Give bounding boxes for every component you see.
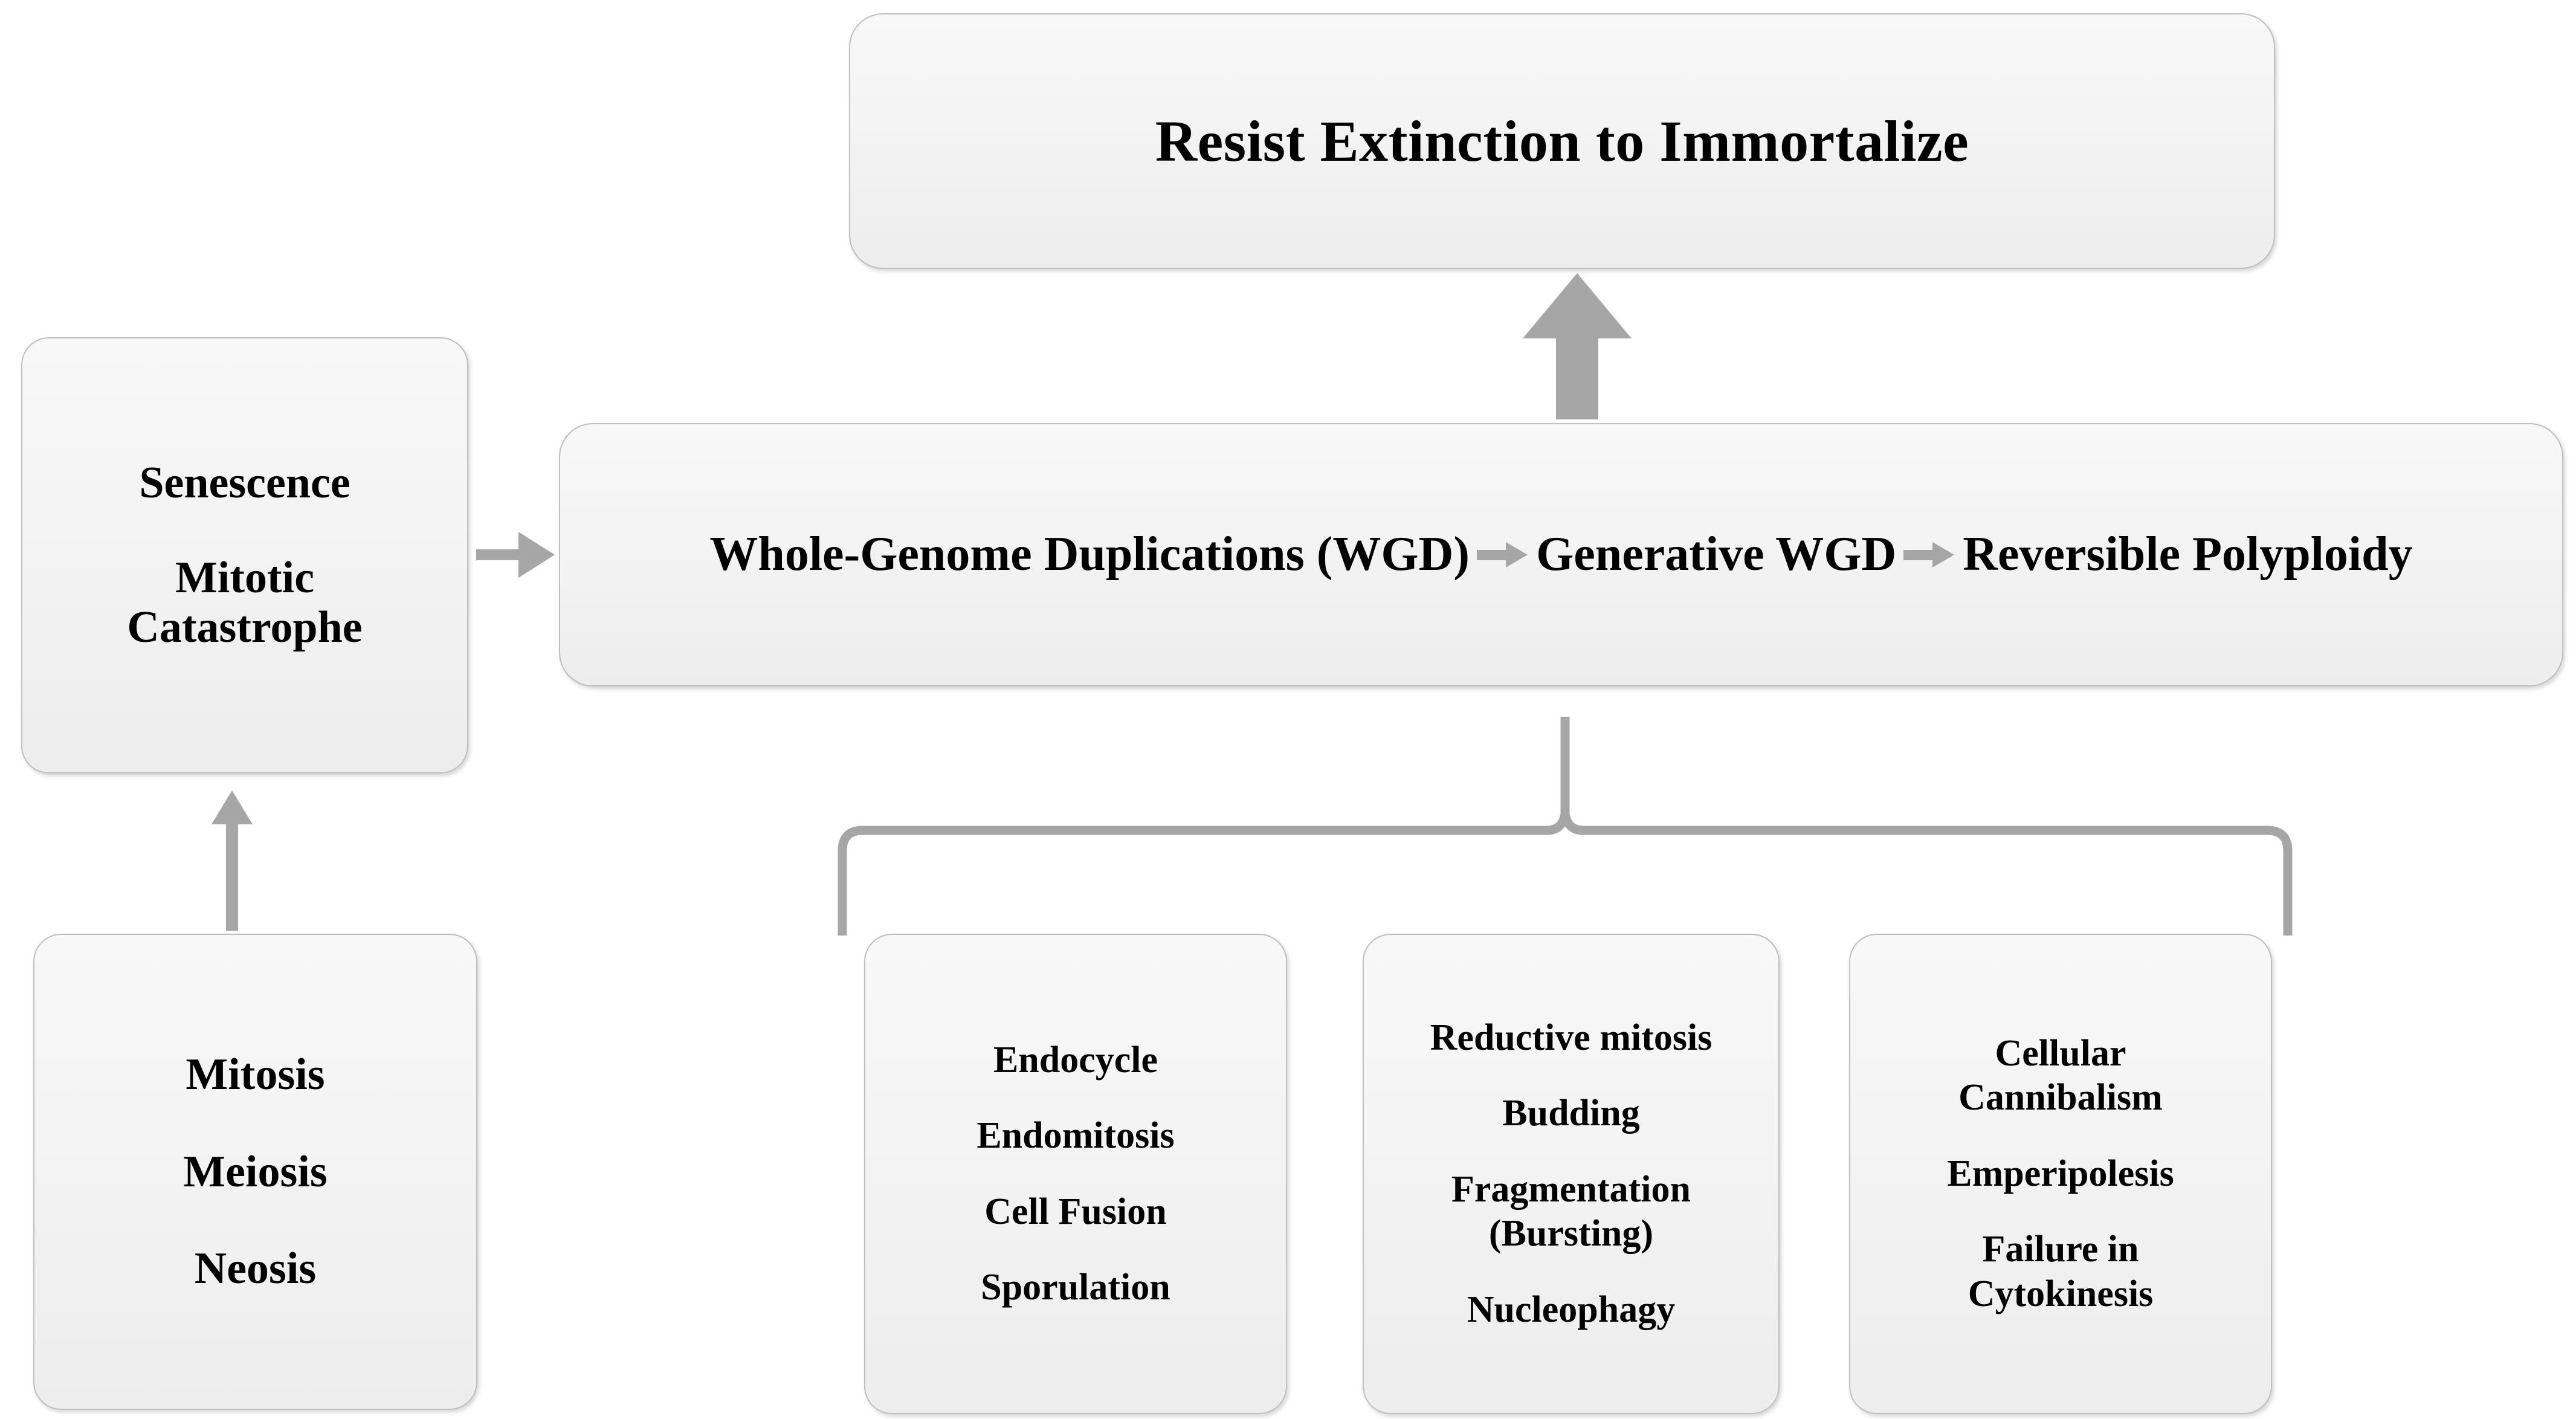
mechanism-item: Cell Fusion	[984, 1191, 1167, 1232]
mechanism-item: Endomitosis	[976, 1115, 1175, 1157]
up-arrow-icon-pathway-to-title	[1523, 273, 1632, 419]
mitosis-label: Mitosis	[186, 1049, 325, 1099]
mitotic-catastrophe-label-line2: Catastrophe	[127, 603, 363, 653]
mechanism-item: Sporulation	[981, 1266, 1170, 1308]
wgd-step-1-label: Whole-Genome Duplications (WGD)	[709, 528, 1470, 581]
mechanism-item: Failure in	[1982, 1229, 2139, 1270]
right-arrow-icon-stress-to-pathway	[476, 532, 555, 578]
mechanism-item: (Bursting)	[1488, 1213, 1654, 1255]
node-mechanism-group-1[interactable]: Endocycle Endomitosis Cell Fusion Sporul…	[864, 934, 1287, 1414]
mechanism-item: Cellular	[1995, 1032, 2126, 1074]
mechanism-item: Nucleophagy	[1467, 1288, 1676, 1330]
up-arrow-icon-division-to-stress	[211, 790, 253, 931]
wgd-step-2-label: Generative WGD	[1536, 528, 1897, 581]
node-cell-division-modes[interactable]: Mitosis Meiosis Neosis	[33, 934, 477, 1410]
wgd-step-3-label: Reversible Polyploidy	[1963, 528, 2413, 581]
neosis-label: Neosis	[194, 1244, 317, 1294]
mechanism-item: Fragmentation	[1451, 1168, 1691, 1210]
curly-brace-icon-pathway-to-mechanisms	[838, 717, 2293, 936]
node-wgd-pathway[interactable]: Whole-Genome Duplications (WGD) Generati…	[559, 423, 2563, 687]
mechanism-item: Cytokinesis	[1968, 1273, 2154, 1314]
node-resist-extinction-label: Resist Extinction to Immortalize	[1155, 108, 1969, 173]
meiosis-label: Meiosis	[183, 1146, 328, 1197]
right-arrow-icon-step1-step2	[1477, 537, 1529, 573]
mechanism-item: Emperipolesis	[1947, 1152, 2174, 1194]
mechanism-item: Budding	[1502, 1093, 1640, 1134]
mechanism-item: Endocycle	[993, 1039, 1158, 1081]
mitotic-catastrophe-label-line1: Mitotic	[175, 552, 315, 603]
senescence-label: Senescence	[139, 457, 350, 508]
mechanism-item: Cannibalism	[1958, 1077, 2163, 1119]
node-mechanism-group-2[interactable]: Reductive mitosis Budding Fragmentation …	[1363, 934, 1780, 1414]
mechanism-item: Reductive mitosis	[1430, 1017, 1712, 1058]
node-mechanism-group-3[interactable]: Cellular Cannibalism Emperipolesis Failu…	[1849, 934, 2272, 1414]
node-resist-extinction[interactable]: Resist Extinction to Immortalize	[849, 13, 2275, 269]
node-senescence-mitotic-catastrophe[interactable]: Senescence Mitotic Catastrophe	[21, 337, 468, 774]
right-arrow-icon-step2-step3	[1903, 537, 1955, 573]
